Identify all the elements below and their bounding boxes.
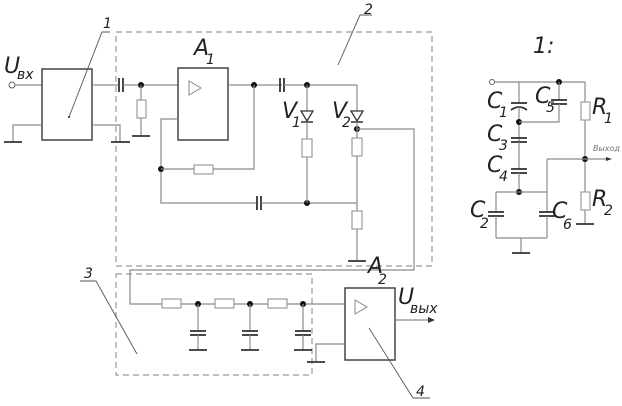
resistor — [351, 210, 363, 230]
resistor — [301, 138, 313, 158]
resistor — [267, 298, 288, 309]
block-3-boundary — [115, 273, 313, 376]
r2-label: R — [592, 187, 607, 212]
diode-v1-label: V — [282, 99, 299, 124]
detail-block-1: 1: — [470, 34, 620, 254]
detail-output-arrow-icon — [606, 157, 612, 161]
block-number-3: 3 — [84, 266, 93, 282]
detail-title: 1: — [533, 34, 554, 59]
diode-v2-label-sub: 2 — [342, 115, 351, 131]
c4-label: C — [487, 153, 503, 178]
c2-label: C — [470, 198, 486, 223]
c1-label-sub: 1 — [499, 105, 508, 121]
block-2-boundary — [115, 31, 433, 267]
diode-v1-label-sub: 1 — [292, 115, 301, 131]
c5-label-sub: 5 — [546, 100, 555, 116]
c3-label-sub: 3 — [499, 138, 508, 154]
amplifier-a2 — [344, 287, 396, 361]
resistor — [136, 99, 147, 119]
resistor-r2 — [580, 191, 591, 211]
block-1 — [41, 68, 93, 141]
resistor — [161, 298, 182, 309]
amp-a2-label-sub: 2 — [378, 272, 387, 288]
amp-a1-label-sub: 1 — [206, 52, 215, 68]
c2-label-sub: 2 — [480, 216, 489, 232]
c5-label: C — [535, 84, 551, 109]
c1-label: C — [487, 89, 503, 114]
input-label-sub: вх — [17, 67, 34, 83]
resistor — [214, 298, 235, 309]
rc-ladder-caps — [189, 301, 312, 351]
block-number-2: 2 — [364, 2, 373, 18]
diode-v1 — [299, 110, 315, 123]
input-terminal — [8, 81, 16, 89]
r2-label-sub: 2 — [604, 203, 613, 219]
amp-a2-label: A — [366, 254, 383, 279]
c6-label-sub: 6 — [563, 217, 572, 233]
diode-v2 — [349, 110, 365, 123]
input-label: U — [4, 54, 20, 79]
block-number-1: 1 — [103, 16, 112, 32]
c4-label-sub: 4 — [499, 169, 508, 185]
c6-label: C — [552, 199, 568, 224]
r1-label-sub: 1 — [604, 111, 613, 127]
output-label-sub: вых — [410, 301, 438, 317]
resistor — [351, 137, 363, 157]
feedback-resistor — [193, 164, 214, 175]
resistor-r1 — [580, 101, 591, 121]
block-number-4: 4 — [416, 384, 425, 400]
r1-label: R — [592, 95, 607, 120]
detail-input-terminal — [489, 79, 495, 85]
amplifier-a1 — [177, 67, 229, 141]
output-label: U — [398, 285, 414, 310]
output-arrow-icon — [428, 317, 435, 323]
c3-label: C — [487, 122, 503, 147]
diode-v2-label: V — [332, 99, 349, 124]
amp-a1-label: A — [192, 36, 209, 61]
amplifier-triangle-icon — [354, 299, 368, 315]
amplifier-triangle-icon — [188, 80, 202, 96]
detail-output-label: Выход — [593, 144, 620, 153]
